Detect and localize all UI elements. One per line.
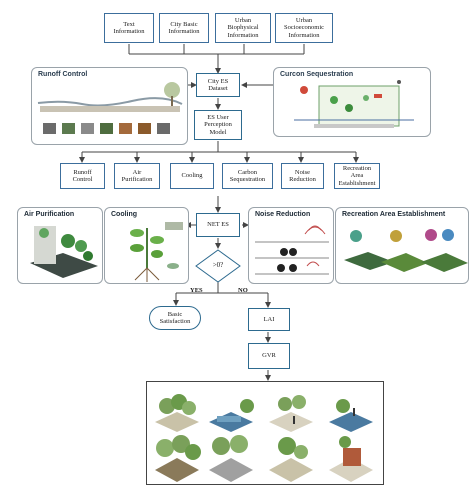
lai-box: LAI	[248, 308, 290, 331]
air-illustration	[30, 226, 98, 278]
service-noise-reduction: Noise Reduction	[281, 163, 324, 189]
cooling-illustration	[130, 222, 183, 282]
carbon-sequestration-panel: Curcon Sequestration	[273, 67, 431, 137]
noise-illustration	[255, 225, 329, 275]
recreation-area-panel: Recreation Area Establishment	[335, 207, 469, 284]
service-runoff-control: Runoff Control	[60, 163, 105, 189]
air-purification-panel: Air Purification	[17, 207, 103, 284]
runoff-control-title: Runoff Control	[38, 71, 88, 78]
runoff-illustration	[37, 82, 183, 134]
no-label: NO	[238, 287, 248, 294]
input-text-information: Text Information	[104, 13, 154, 43]
decision-diamond	[195, 249, 241, 283]
service-recreation-area: Recreation Area Establishment	[334, 163, 380, 189]
es-user-perception-model: ES User Perception Model	[194, 110, 242, 140]
service-carbon-sequestration: Carbon Sequestration	[222, 163, 273, 189]
recreation-area-title: Recreation Area Establishment	[342, 211, 446, 218]
air-purification-title: Air Purification	[24, 211, 75, 218]
carbon-sequestration-title: Curcon Sequestration	[280, 71, 354, 78]
input-city-basic-information: City Basic Information	[159, 13, 209, 43]
noise-reduction-panel: Noise Reduction	[248, 207, 334, 284]
city-es-dataset: City ES Dataset	[196, 73, 240, 97]
service-air-purification: Air Purification	[114, 163, 160, 189]
recreation-illustration	[344, 229, 468, 272]
carbon-illustration	[294, 80, 414, 128]
decision-label: >0?	[212, 261, 224, 269]
green-volume-illustrations	[155, 394, 373, 482]
service-cooling: Cooling	[170, 163, 214, 189]
green-volume-result-panel	[146, 381, 384, 485]
net-es-box: NET ES	[196, 213, 240, 237]
gvr-box: GVR	[248, 343, 290, 369]
input-urban-socioeconomic-information: Urban Socioeconomic Information	[275, 13, 333, 43]
cooling-panel: Cooling	[104, 207, 189, 284]
cooling-title: Cooling	[111, 211, 138, 218]
runoff-control-panel: Runoff Control	[31, 67, 188, 145]
basic-satisfaction: Basic Satisfaction	[149, 306, 201, 330]
noise-reduction-title: Noise Reduction	[255, 211, 311, 218]
input-urban-biophysical-information: Urban Biophysical Information	[215, 13, 271, 43]
yes-label: YES	[190, 287, 203, 294]
